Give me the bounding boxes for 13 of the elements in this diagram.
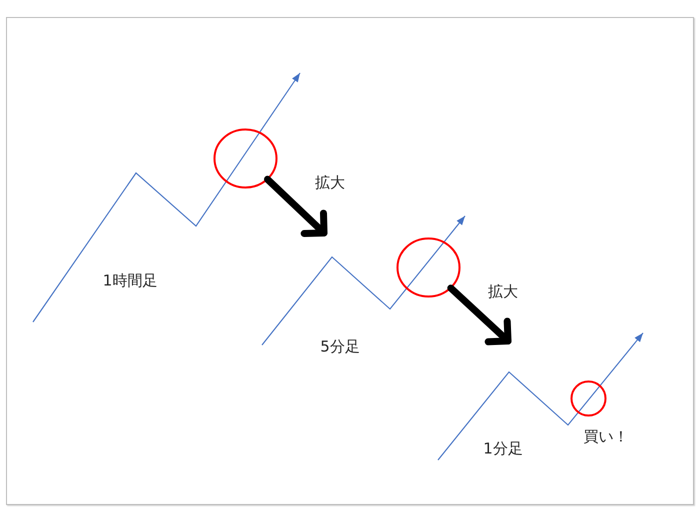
arrow: [264, 176, 328, 237]
edge-label: 拡大: [486, 283, 520, 301]
highlight-circle: [212, 128, 278, 188]
line-chart: [435, 330, 646, 463]
line-chart: [30, 70, 303, 325]
node-label: 買い！: [584, 428, 628, 446]
highlight-circle: [396, 236, 460, 298]
arrow: [447, 284, 512, 346]
edge-label: 拡大: [313, 174, 347, 192]
node-label: 1分足: [483, 440, 523, 458]
highlight-circle: [570, 380, 606, 416]
node-label: 1時間足: [102, 272, 158, 290]
node-label: 5分足: [320, 338, 360, 356]
